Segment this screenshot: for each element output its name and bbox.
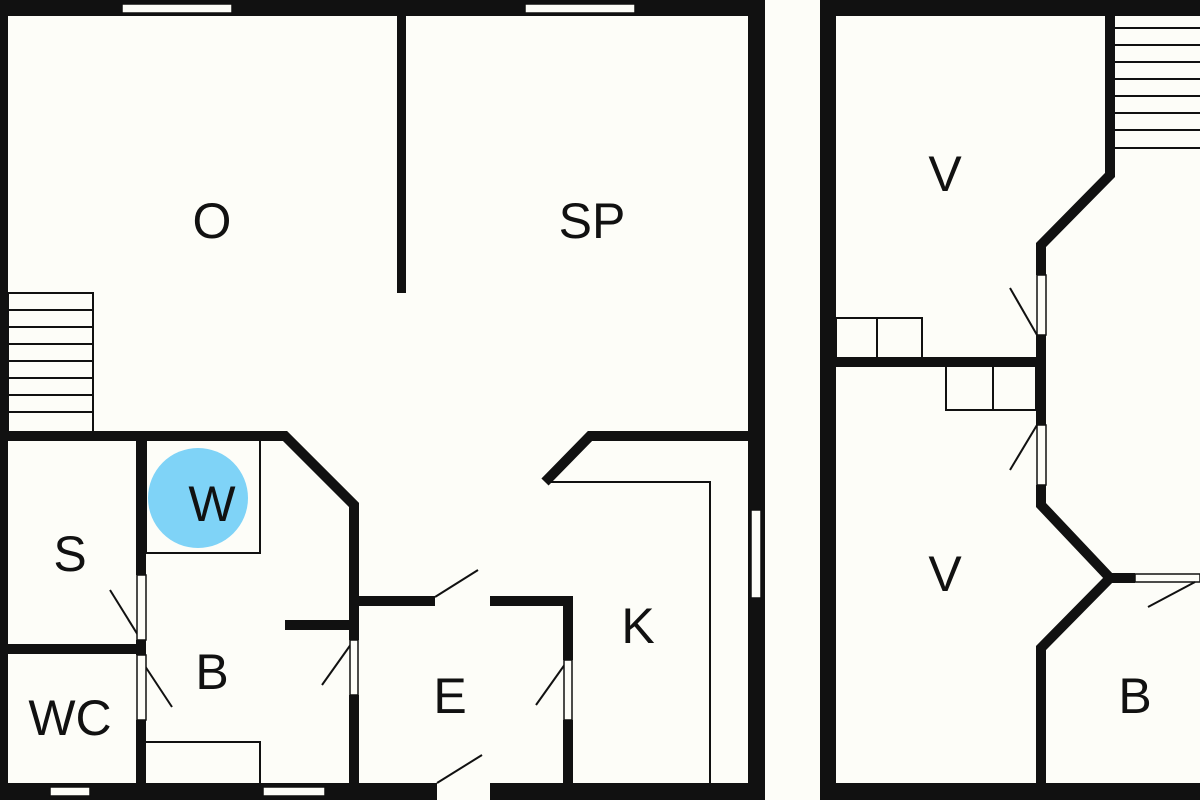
room-label-v-lower: V [928,546,962,602]
upper-floor-walls [820,0,1200,800]
window [750,509,762,599]
entrance-door-gap [437,782,490,800]
window [49,786,91,797]
room-label-o: O [193,193,232,249]
highlight-marker [148,448,248,548]
room-label-sp: SP [559,193,626,249]
staircase [1115,27,1200,149]
room-label-v-upper: V [928,146,962,202]
window [121,3,233,14]
staircase [7,292,94,433]
room-label-e: E [433,668,466,724]
room-label-b-upper: B [1118,668,1151,724]
ground-floor-walls [0,0,765,800]
room-label-w: W [188,476,236,532]
window [262,786,326,797]
room-label-wc: WC [28,690,111,746]
room-label-s: S [53,526,86,582]
room-label-k: K [621,598,654,654]
room-label-b: B [195,644,228,700]
window [524,3,636,14]
